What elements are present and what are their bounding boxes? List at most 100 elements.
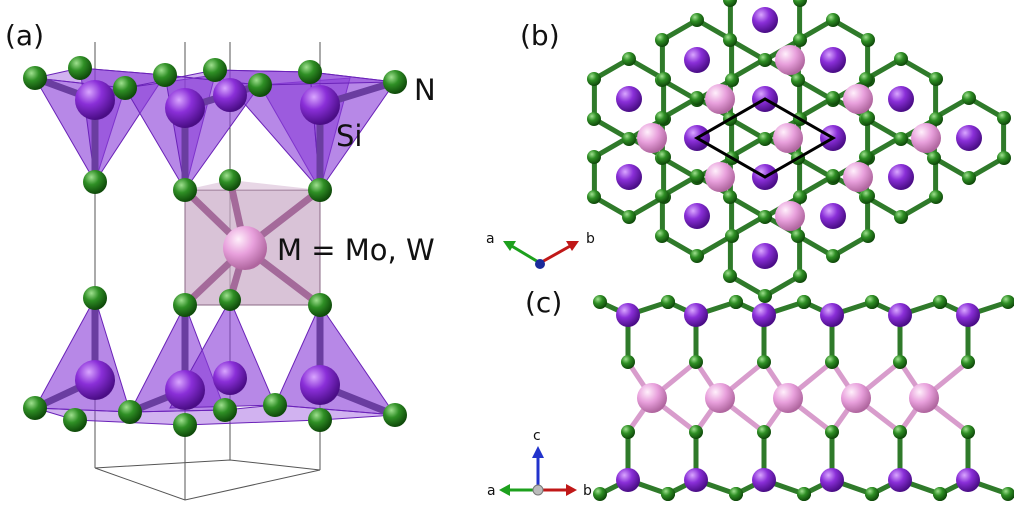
panel-a-side-view: (a) N Si M = Mo, W (5, 19, 436, 501)
nitrogen-atom (861, 33, 875, 47)
nitrogen-atom (689, 425, 703, 439)
panel-b-label: (b) (520, 19, 560, 52)
nitrogen-atom (655, 229, 669, 243)
nitrogen-atom (927, 151, 941, 165)
metal-atom (841, 383, 871, 413)
nitrogen-atom (894, 52, 908, 66)
nitrogen-atom (757, 355, 771, 369)
nitrogen-atom (793, 0, 807, 7)
nitrogen-atom (593, 295, 607, 309)
silicon-atom (752, 303, 776, 327)
metal-atom (911, 123, 941, 153)
silicon-atom (684, 468, 708, 492)
silicon-atom (956, 125, 982, 151)
nitrogen-atom (797, 487, 811, 501)
silicon-atom (616, 303, 640, 327)
nitrogen-atom (893, 355, 907, 369)
silicon-atom (956, 468, 980, 492)
nitrogen-atom (861, 111, 875, 125)
panel-c-atoms (593, 295, 1014, 501)
nitrogen-atom (859, 72, 873, 86)
nitrogen-atom (1001, 487, 1014, 501)
silicon-atom (888, 303, 912, 327)
nitrogen-atom (826, 169, 840, 183)
nitrogen-atom (689, 355, 703, 369)
nitrogen-atom (961, 425, 975, 439)
nitrogen-atom (1001, 295, 1014, 309)
nitrogen-atom (826, 13, 840, 27)
panel-b-atoms (587, 0, 1011, 303)
nitrogen-atom (962, 91, 976, 105)
silicon-atom (820, 203, 846, 229)
silicon-atom (752, 7, 778, 33)
nitrogen-atom (690, 169, 704, 183)
nitrogen-atom (657, 72, 671, 86)
axis-label-c: c (533, 428, 541, 444)
nitrogen-atom (826, 249, 840, 263)
metal-atom (637, 123, 667, 153)
nitrogen-atom (587, 150, 601, 164)
metal-atom (773, 383, 803, 413)
nitrogen-atom (861, 189, 875, 203)
silicon-atom (956, 303, 980, 327)
nitrogen-atom (587, 72, 601, 86)
nitrogen-atom (690, 13, 704, 27)
nitrogen-atom (622, 210, 636, 224)
nitrogen-atom (865, 487, 879, 501)
silicon-atom (752, 468, 776, 492)
nitrogen-atom (725, 229, 739, 243)
nitrogen-atom (690, 249, 704, 263)
nitrogen-atom (997, 151, 1011, 165)
silicon-atom (752, 243, 778, 269)
silicon-label: Si (336, 119, 362, 153)
nitrogen-atom (690, 91, 704, 105)
nitrogen-atom (621, 425, 635, 439)
metal-atom (637, 383, 667, 413)
nitrogen-atom (723, 269, 737, 283)
nitrogen-atom (661, 487, 675, 501)
nitrogen-atom (859, 150, 873, 164)
silicon-atom (616, 164, 642, 190)
nitrogen-atom (723, 33, 737, 47)
panel-a-label: (a) (5, 19, 44, 52)
panel-b-top-view: (b) (520, 0, 1011, 303)
nitrogen-atom (793, 190, 807, 204)
nitrogen-atom (655, 111, 669, 125)
panel-c-axis-indicator: c a b (487, 428, 592, 499)
nitrogen-atom (894, 132, 908, 146)
panel-b-unit-cell (693, 97, 837, 179)
panel-c-side-view: (c) (525, 286, 1014, 501)
nitrogen-atom (621, 355, 635, 369)
axis-label-b-top: b (586, 231, 595, 247)
nitrogen-atom (729, 487, 743, 501)
silicon-atom (616, 86, 642, 112)
axis-label-b-bottom: b (583, 483, 592, 499)
silicon-atom (820, 47, 846, 73)
panel-a-atoms (23, 56, 407, 437)
metal-atom (773, 123, 803, 153)
nitrogen-atom (929, 190, 943, 204)
silicon-atom (888, 86, 914, 112)
silicon-atom (684, 303, 708, 327)
nitrogen-atom (929, 112, 943, 126)
silicon-atom (820, 468, 844, 492)
metal-atom (909, 383, 939, 413)
nitrogen-atom (825, 355, 839, 369)
nitrogen-atom (894, 210, 908, 224)
nitrogen-atom (791, 229, 805, 243)
silicon-atom (616, 468, 640, 492)
silicon-atom (888, 164, 914, 190)
nitrogen-atom (657, 150, 671, 164)
panel-b-axis-indicator: a b (486, 231, 595, 269)
metal-atom (843, 84, 873, 114)
nitrogen-atom (723, 0, 737, 7)
panel-c-label: (c) (525, 286, 562, 319)
nitrogen-atom (865, 295, 879, 309)
metal-label: M = Mo, W (277, 233, 435, 267)
nitrogen-atom (997, 111, 1011, 125)
silicon-atom (684, 47, 710, 73)
metal-atom (705, 162, 735, 192)
nitrogen-atom (725, 73, 739, 87)
silicon-atom (684, 203, 710, 229)
silicon-atom (820, 303, 844, 327)
